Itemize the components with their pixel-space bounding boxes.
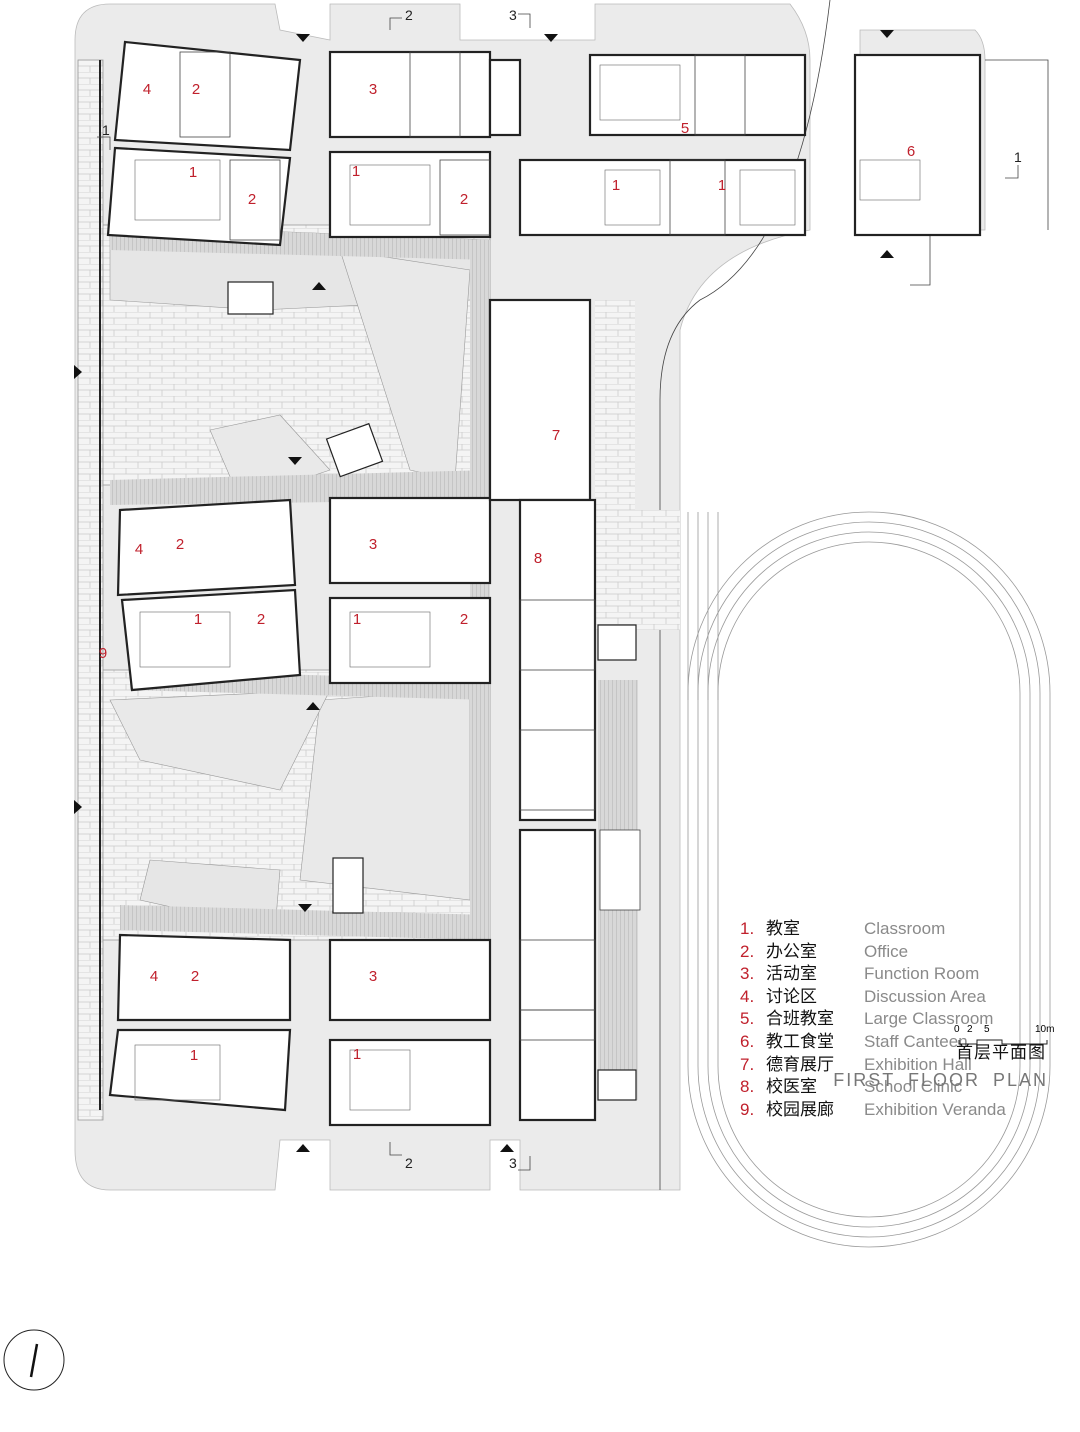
legend-num: 7. <box>740 1054 755 1074</box>
courtyards <box>77 59 680 1121</box>
svg-text:2: 2 <box>176 536 184 553</box>
legend-item: 2. 办公室 Office <box>740 941 1006 964</box>
svg-text:2: 2 <box>257 611 265 628</box>
legend-item: 9. 校园展廊 Exhibition Veranda <box>740 1099 1006 1122</box>
legend-en: Staff Canteen <box>864 1031 968 1051</box>
site-road <box>659 0 831 1190</box>
svg-text:1: 1 <box>718 177 726 194</box>
svg-text:2: 2 <box>192 81 200 98</box>
legend-num: 8. <box>740 1077 755 1097</box>
legend-en: Exhibition Hall <box>864 1054 972 1074</box>
legend-zh: 教工食堂 <box>766 1031 834 1051</box>
bleachers <box>599 829 641 911</box>
running-track <box>687 511 1051 1248</box>
svg-text:10m: 10m <box>1035 1024 1054 1035</box>
site-boundary <box>910 59 1049 286</box>
legend-item: 6. 教工食堂 Staff Canteen <box>740 1031 1006 1054</box>
plan-title-en: FIRST FLOOR PLAN <box>833 1070 1048 1090</box>
svg-text:1: 1 <box>352 163 360 180</box>
svg-text:2: 2 <box>460 611 468 628</box>
legend-en: Classroom <box>864 919 946 938</box>
svg-text:1: 1 <box>194 611 202 628</box>
svg-text:2: 2 <box>405 1155 413 1171</box>
svg-text:3: 3 <box>369 81 377 98</box>
legend-en: Discussion Area <box>864 986 986 1006</box>
svg-text:2: 2 <box>460 191 468 208</box>
legend-item: 8. 校医室 School Clinic <box>740 1076 1006 1099</box>
legend-en: Office <box>864 941 909 961</box>
legend-item: 5. 合班教室 Large Classroom <box>740 1008 1006 1031</box>
svg-text:3: 3 <box>369 536 377 553</box>
svg-text:4: 4 <box>150 968 158 985</box>
legend-item: 3. 活动室 Function Room <box>740 963 1006 986</box>
svg-text:3: 3 <box>369 968 377 985</box>
legend-zh: 讨论区 <box>766 986 817 1006</box>
entrance-arrows <box>74 30 894 1152</box>
legend-en: Function Room <box>864 964 980 984</box>
legend-zh: 活动室 <box>766 964 817 984</box>
svg-text:6: 6 <box>907 143 915 160</box>
north-arrow-icon <box>3 1329 65 1391</box>
legend-zh: 德育展厅 <box>766 1054 834 1074</box>
legend-num: 3. <box>740 964 755 984</box>
legend-num: 9. <box>740 1099 755 1119</box>
legend-item: 1. 教室 Classroom <box>740 918 1006 941</box>
svg-text:1: 1 <box>353 611 361 628</box>
legend-item: 7. 德育展厅 Exhibition Hall <box>740 1054 1006 1077</box>
classroom-desks <box>134 64 921 1111</box>
svg-text:4: 4 <box>143 81 151 98</box>
svg-text:0: 0 <box>954 1024 960 1035</box>
svg-text:7: 7 <box>552 427 560 444</box>
building-walls <box>106 40 982 1127</box>
legend-zh: 合班教室 <box>766 1009 834 1029</box>
svg-text:2: 2 <box>191 968 199 985</box>
svg-text:8: 8 <box>534 550 542 567</box>
svg-text:2: 2 <box>405 7 413 23</box>
legend-zh: 教室 <box>766 919 800 938</box>
svg-text:1: 1 <box>189 164 197 181</box>
legend: 1. 教室 Classroom 2. 办公室 Office 3. 活动室 Function … <box>740 918 1006 1121</box>
legend-item: 4. 讨论区 Discussion Area <box>740 986 1006 1009</box>
svg-text:1: 1 <box>612 177 620 194</box>
legend-num: 6. <box>740 1031 755 1051</box>
legend-en: School Clinic <box>864 1077 963 1097</box>
svg-text:9: 9 <box>99 645 107 662</box>
svg-text:2: 2 <box>248 191 256 208</box>
scale-bar: 0 2 5 10m <box>954 1024 1054 1045</box>
legend-zh: 校医室 <box>766 1077 817 1097</box>
legend-zh: 校园展廊 <box>766 1099 834 1119</box>
legend-num: 4. <box>740 986 755 1006</box>
section-marks: 1 1 2 2 3 3 <box>97 7 1022 1171</box>
svg-text:1: 1 <box>102 122 110 138</box>
svg-text:1: 1 <box>1014 149 1022 165</box>
svg-text:5: 5 <box>984 1024 990 1035</box>
svg-text:1: 1 <box>353 1046 361 1063</box>
svg-text:1: 1 <box>190 1047 198 1064</box>
legend-num: 5. <box>740 1009 755 1029</box>
svg-text:5: 5 <box>681 120 689 137</box>
legend-zh: 办公室 <box>766 941 817 961</box>
svg-text:3: 3 <box>509 1155 517 1171</box>
room-labels: 4 2 1 2 3 1 2 5 1 1 6 7 4 2 3 8 1 2 1 2 … <box>99 81 915 1064</box>
legend-num: 1. <box>740 919 755 938</box>
stairs <box>227 281 637 1101</box>
plan-title-zh: 首层平面图 <box>956 1043 1046 1062</box>
svg-text:3: 3 <box>509 7 517 23</box>
legend-en: Exhibition Veranda <box>864 1099 1006 1119</box>
svg-text:4: 4 <box>135 541 143 558</box>
svg-text:2: 2 <box>967 1024 973 1035</box>
legend-en: Large Classroom <box>864 1009 994 1029</box>
legend-num: 2. <box>740 941 755 961</box>
